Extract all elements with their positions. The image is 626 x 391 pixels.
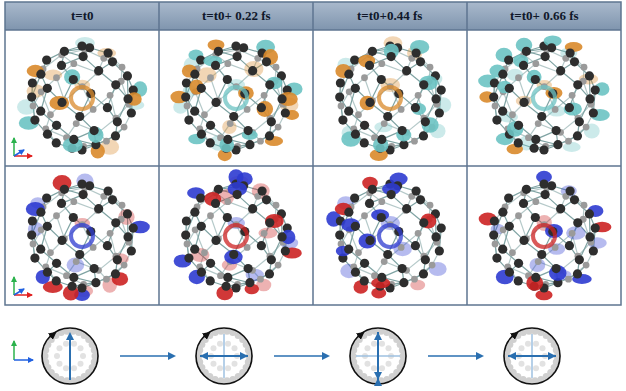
fullerene-isosurface <box>335 36 451 161</box>
fullerene-isosurface <box>479 171 612 300</box>
sequence-arrow <box>274 355 328 357</box>
time-header: t=t0+0.44 fs <box>357 8 422 24</box>
fullerene-isosurface <box>478 35 610 154</box>
fullerene-isosurface <box>170 39 302 161</box>
dipole-schematic <box>196 328 253 385</box>
dipole-schematic <box>42 328 99 385</box>
dipole-schematic <box>504 328 561 385</box>
sequence-arrow <box>120 355 174 357</box>
fullerene-isosurface <box>174 169 302 300</box>
dipole-schematic <box>350 328 407 385</box>
time-header: t=t0 <box>71 8 94 24</box>
fullerene-isosurface <box>17 37 147 158</box>
time-header: t=t0+ 0.66 fs <box>510 8 579 24</box>
time-header: t=t0+ 0.22 fs <box>202 8 271 24</box>
fullerene-isosurface <box>26 173 150 301</box>
sequence-arrow <box>428 355 482 357</box>
fullerene-isosurface <box>326 173 446 299</box>
